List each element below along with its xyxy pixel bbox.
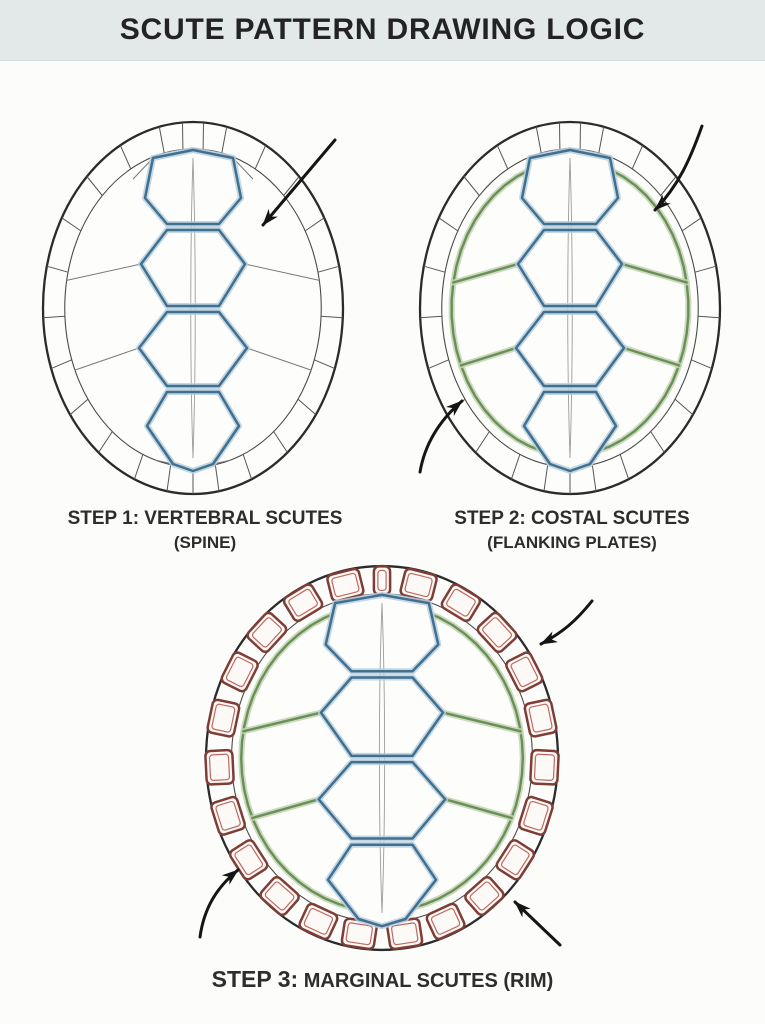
step1-caption-line1: STEP 1: VERTEBRAL SCUTES (67, 508, 343, 529)
title-banner: SCUTE PATTERN DRAWING LOGIC (0, 0, 765, 61)
step1-caption: STEP 1: VERTEBRAL SCUTES (SPINE) (30, 506, 380, 554)
step1-vertebral-diagram (41, 120, 345, 496)
step2-caption-line1: STEP 2: COSTAL SCUTES (454, 508, 690, 529)
step3-caption-rest: MARGINAL SCUTES (RIM) (298, 970, 554, 992)
step3-marginal-diagram (198, 564, 594, 952)
step3-caption-prefix: STEP 3: (211, 966, 299, 992)
step3-caption: STEP 3: MARGINAL SCUTES (RIM) (0, 966, 765, 993)
step2-costal-diagram (418, 120, 722, 496)
step2-caption: STEP 2: COSTAL SCUTES (FLANKING PLATES) (392, 506, 752, 554)
step1-caption-line2: (SPINE) (173, 533, 237, 552)
step2-caption-line2: (FLANKING PLATES) (487, 533, 657, 552)
page-title: SCUTE PATTERN DRAWING LOGIC (119, 13, 646, 46)
